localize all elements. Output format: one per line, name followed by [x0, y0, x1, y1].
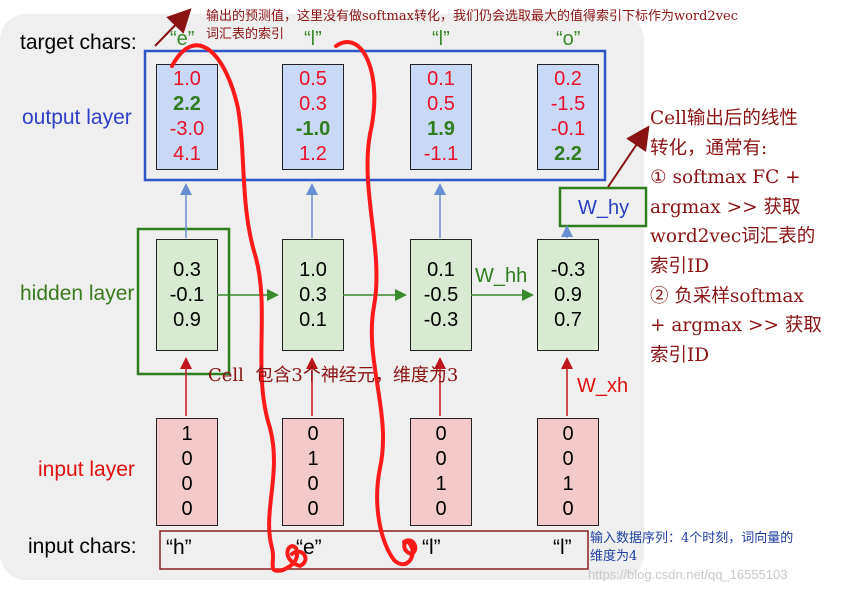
input-value: 0	[181, 473, 193, 495]
freehand-stroke-right	[334, 40, 418, 567]
input-sequence-annotation-line: 维度为4	[590, 549, 638, 564]
output-value-max: 2.2	[554, 143, 582, 165]
input-cell: 0 1 0 0	[282, 418, 344, 526]
target-char: “l”	[304, 28, 322, 50]
output-value: 1.0	[173, 68, 201, 90]
input-char: “h”	[166, 536, 192, 559]
cell-highlight-frame	[136, 227, 231, 376]
hidden-value: -0.1	[169, 283, 205, 306]
annotation-arrow-top	[154, 8, 192, 47]
input-chars-label: input chars:	[28, 535, 137, 558]
hidden-cell: -0.3 0.9 0.7	[537, 239, 599, 351]
output-cell: 1.0 2.2 -3.0 4.1	[156, 64, 218, 170]
input-value: 0	[181, 498, 193, 520]
input-cell: 0 0 1 0	[537, 418, 599, 526]
output-value: 0.2	[554, 68, 582, 90]
output-value: -1.5	[550, 93, 586, 115]
input-value: 0	[435, 423, 447, 445]
output-value: -3.0	[169, 118, 205, 140]
output-value: 0.3	[299, 93, 327, 115]
output-value: 4.1	[173, 143, 201, 165]
input-value: 1	[562, 473, 574, 495]
output-layer-frame	[143, 49, 607, 182]
input-char: “l”	[422, 536, 441, 559]
cell-output-annotation-line: argmax >> 获取	[650, 196, 801, 218]
w-hh-label: W_hh	[475, 265, 528, 287]
w-hy-label: W_hy	[578, 197, 630, 219]
input-chars-bracket	[159, 530, 589, 570]
cell-output-annotation-line: + argmax >> 获取	[650, 315, 822, 337]
output-value: 1.2	[299, 143, 327, 165]
input-value: 0	[562, 498, 574, 520]
cell-output-annotation-line: ② 负采样softmax	[650, 285, 804, 307]
cell-neuron-annotation: Cell 包含3个神经元，维度为3	[208, 365, 459, 386]
input-value: 0	[307, 473, 319, 495]
hidden-value: 0.3	[299, 283, 327, 306]
output-layer-label: output layer	[22, 106, 132, 129]
output-value: 0.1	[427, 68, 455, 90]
input-value: 1	[181, 423, 193, 445]
hidden-value: -0.3	[550, 258, 586, 281]
cell-output-annotation-line: ① softmax FC +	[650, 167, 801, 189]
annotation-arrow-right	[607, 125, 650, 188]
hidden-value: 0.7	[554, 308, 582, 331]
input-char: “l”	[553, 536, 572, 559]
hidden-value: 0.9	[554, 283, 582, 306]
input-value: 0	[181, 448, 193, 470]
hidden-cell: 1.0 0.3 0.1	[282, 239, 344, 351]
output-value-max: -1.0	[295, 118, 331, 140]
cell-output-annotation: Cell输出后的线性 转化，通常有: ① softmax FC + argmax…	[650, 104, 845, 370]
freehand-stroke-left	[170, 43, 308, 573]
hidden-value: -0.3	[423, 308, 459, 331]
w-hy-frame	[558, 186, 648, 228]
input-cell: 0 0 1 0	[410, 418, 472, 526]
input-sequence-annotation-line: 输入数据序列：4个时刻，词向量的	[590, 531, 794, 546]
hidden-layer-label: hidden layer	[20, 282, 135, 305]
cell-output-annotation-line: 转化，通常有:	[650, 137, 768, 159]
input-value: 0	[562, 448, 574, 470]
output-annotation-line: 输出的预测值，这里没有做softmax转化，我们仍会选取最大的值得索引下标作为w…	[206, 9, 739, 24]
target-char: “o”	[556, 28, 581, 50]
input-value: 1	[307, 448, 319, 470]
input-sequence-annotation: 输入数据序列：4个时刻，词向量的 维度为4	[590, 530, 845, 566]
input-value: 0	[562, 423, 574, 445]
input-value: 0	[435, 448, 447, 470]
output-value-max: 1.9	[427, 118, 455, 140]
output-value: -0.1	[550, 118, 586, 140]
input-layer-label: input layer	[38, 458, 135, 481]
output-value: -1.1	[423, 143, 459, 165]
hidden-value: 0.9	[173, 308, 201, 331]
watermark: https://blog.csdn.net/qq_16555103	[588, 567, 788, 582]
output-value-max: 2.2	[173, 93, 201, 115]
input-value: 0	[307, 498, 319, 520]
hidden-value: 1.0	[299, 258, 327, 281]
cell-output-annotation-line: Cell输出后的线性	[650, 108, 798, 129]
output-cell: 0.2 -1.5 -0.1 2.2	[537, 64, 599, 170]
w-xh-label: W_xh	[577, 375, 629, 397]
hidden-value: 0.3	[173, 258, 201, 281]
hidden-value: 0.1	[427, 258, 455, 281]
target-chars-label: target chars:	[20, 31, 137, 54]
output-cell: 0.5 0.3 -1.0 1.2	[282, 64, 344, 170]
input-cell: 1 0 0 0	[156, 418, 218, 526]
hidden-value: -0.5	[423, 283, 459, 306]
input-value: 0	[307, 423, 319, 445]
target-char: “l”	[432, 28, 450, 50]
output-value: 0.5	[427, 93, 455, 115]
input-value: 0	[435, 498, 447, 520]
cell-output-annotation-line: 索引ID	[650, 344, 710, 366]
output-cell: 0.1 0.5 1.9 -1.1	[410, 64, 472, 170]
output-annotation: 输出的预测值，这里没有做softmax转化，我们仍会选取最大的值得索引下标作为w…	[206, 8, 845, 44]
hidden-cell: 0.3 -0.1 0.9	[156, 239, 218, 351]
output-value: 0.5	[299, 68, 327, 90]
cell-output-annotation-line: word2vec词汇表的	[650, 226, 816, 248]
hidden-value: 0.1	[299, 308, 327, 331]
output-annotation-line: 词汇表的索引	[206, 27, 285, 42]
cell-output-annotation-line: 索引ID	[650, 255, 710, 277]
input-value: 1	[435, 473, 447, 495]
